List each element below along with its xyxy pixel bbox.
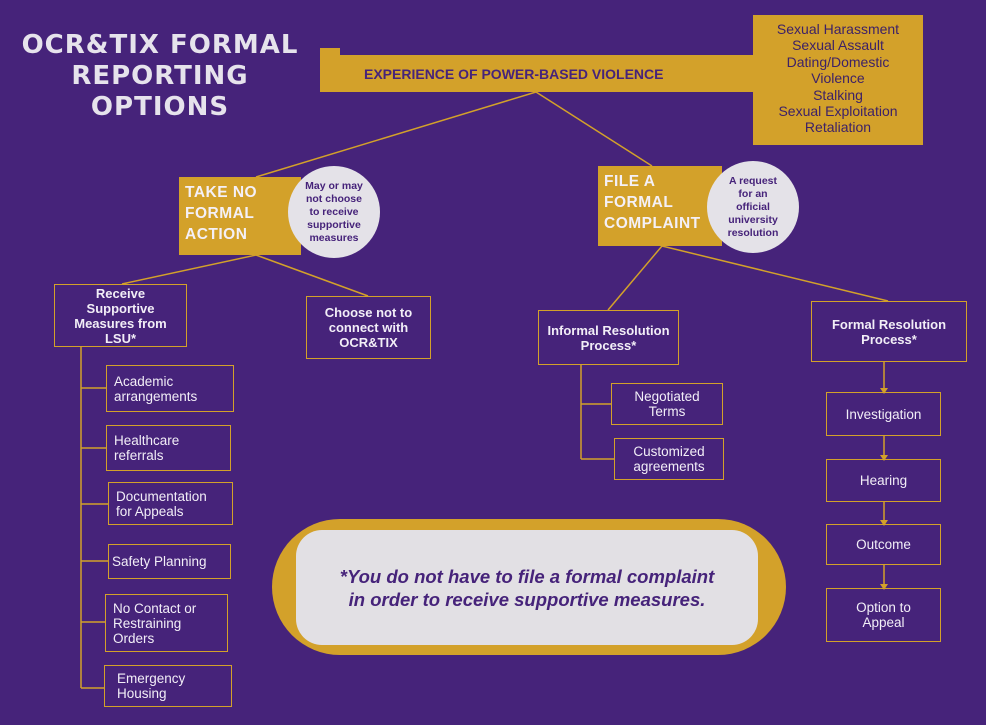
note-line: supportive (307, 218, 361, 231)
footnote-line: *You do not have to file a formal compla… (339, 565, 715, 587)
measure-safety-planning: Safety Planning (108, 544, 231, 579)
formal-step-outcome: Outcome (826, 524, 941, 565)
connector-line (121, 254, 257, 285)
measure-emergency-housing: Emergency Housing (104, 665, 232, 707)
branch-label-line: COMPLAINT (604, 215, 701, 232)
formal-step-hearing: Hearing (826, 459, 941, 502)
box-line: Outcome (856, 537, 911, 552)
box-line: agreements (633, 459, 705, 474)
note-line: resolution (727, 226, 779, 239)
box-line: Choose not to (324, 305, 413, 320)
arrow-head (880, 388, 888, 394)
connector-line (661, 245, 889, 302)
measure-academic-arrangements: Academic arrangements (106, 365, 234, 412)
note-line: A request (728, 174, 778, 187)
title-line: OCR&TIX FORMAL (21, 30, 299, 60)
box-line: Hearing (859, 473, 908, 488)
box-line: Terms (648, 404, 686, 419)
box-line: Option to (856, 600, 911, 615)
connector-line (535, 91, 653, 167)
branch-label-line: ACTION (185, 226, 248, 243)
box-line: referrals (114, 448, 164, 463)
take-no-formal-action-box: TAKE NO FORMAL ACTION (179, 177, 301, 255)
footnote-note: *You do not have to file a formal compla… (296, 530, 758, 645)
note-line: to receive (309, 205, 359, 218)
informal-step-customized-agreements: Customized agreements (614, 438, 724, 480)
violence-type: Dating/Domestic (786, 53, 890, 70)
page-title: OCR&TIX FORMAL REPORTING OPTIONS (6, 30, 314, 123)
file-formal-complaint-box: FILE A FORMAL COMPLAINT (598, 166, 722, 246)
formal-step-investigation: Investigation (826, 392, 941, 436)
measure-documentation-for-appeals: Documentation for Appeals (108, 482, 233, 525)
box-line: Informal Resolution (547, 322, 670, 338)
box-line: No Contact or (113, 600, 197, 616)
box-line: Appeal (862, 615, 905, 630)
box-line: Process* (861, 331, 917, 347)
note-line: not choose (305, 192, 362, 205)
formal-resolution-box: Formal Resolution Process* (811, 301, 967, 362)
box-line: Healthcare (114, 433, 180, 448)
box-line: Safety Planning (112, 554, 207, 569)
formal-step-option-to-appeal: Option to Appeal (826, 588, 941, 642)
box-line: Documentation (116, 488, 207, 504)
box-line: Academic (114, 373, 174, 389)
box-line: Investigation (845, 406, 922, 422)
box-line: Receive (95, 285, 146, 301)
violence-type: Sexual Harassment (776, 21, 900, 37)
choose-not-to-connect-box: Choose not to connect with OCR&TIX (306, 296, 431, 359)
violence-type: Sexual Exploitation (778, 103, 898, 120)
box-line: Housing (117, 686, 167, 701)
box-line: LSU* (104, 330, 137, 346)
branch-label-line: TAKE NO (185, 184, 258, 201)
arrow-head (880, 584, 888, 590)
top-banner-label: EXPERIENCE OF POWER-BASED VIOLENCE (364, 65, 664, 82)
box-line: Formal Resolution (831, 316, 947, 332)
note-line: official (736, 200, 770, 213)
note-line: for an (738, 187, 768, 200)
box-line: connect with (328, 320, 409, 335)
box-line: Customized (633, 444, 705, 459)
note-line: university (728, 213, 778, 226)
violence-type: Retaliation (804, 119, 872, 136)
title-line: OPTIONS (90, 92, 230, 122)
note-line: measures (309, 231, 359, 244)
arrow-head (880, 520, 888, 526)
box-line: Measures from (74, 315, 167, 331)
box-line: Supportive (86, 300, 155, 316)
arrow-head (880, 455, 888, 461)
measure-healthcare-referrals: Healthcare referrals (106, 425, 231, 471)
branch-label-line: FORMAL (604, 194, 674, 211)
box-line: Orders (113, 630, 155, 646)
box-line: arrangements (114, 388, 198, 404)
box-line: Negotiated (634, 389, 700, 404)
branch-label-line: FILE A (604, 173, 656, 190)
violence-type: Stalking (813, 86, 863, 103)
note-line: May or may (305, 179, 363, 192)
connector-line (607, 245, 663, 311)
informal-step-negotiated-terms: Negotiated Terms (611, 383, 723, 425)
box-line: Emergency (117, 671, 186, 686)
title-line: REPORTING (71, 61, 249, 91)
violence-types-box: Sexual Harassment Sexual Assault Dating/… (753, 15, 923, 145)
informal-resolution-box: Informal Resolution Process* (538, 310, 679, 365)
no-action-note-circle: May or may not choose to receive support… (288, 166, 380, 258)
branch-label-line: FORMAL (185, 205, 255, 222)
box-line: OCR&TIX (339, 335, 398, 350)
measure-no-contact-orders: No Contact or Restraining Orders (105, 594, 228, 652)
connector-line (255, 91, 537, 178)
violence-type: Violence (811, 70, 865, 87)
box-line: Restraining (113, 615, 182, 631)
connector-line (255, 254, 369, 297)
top-banner: EXPERIENCE OF POWER-BASED VIOLENCE (330, 55, 770, 92)
complaint-note-circle: A request for an official university res… (707, 161, 799, 253)
violence-type: Sexual Assault (792, 37, 884, 54)
footnote-line: in order to receive supportive measures. (348, 588, 706, 610)
box-line: for Appeals (116, 503, 184, 519)
box-line: Process* (580, 337, 637, 353)
receive-supportive-measures-box: Receive Supportive Measures from LSU* (54, 284, 187, 347)
